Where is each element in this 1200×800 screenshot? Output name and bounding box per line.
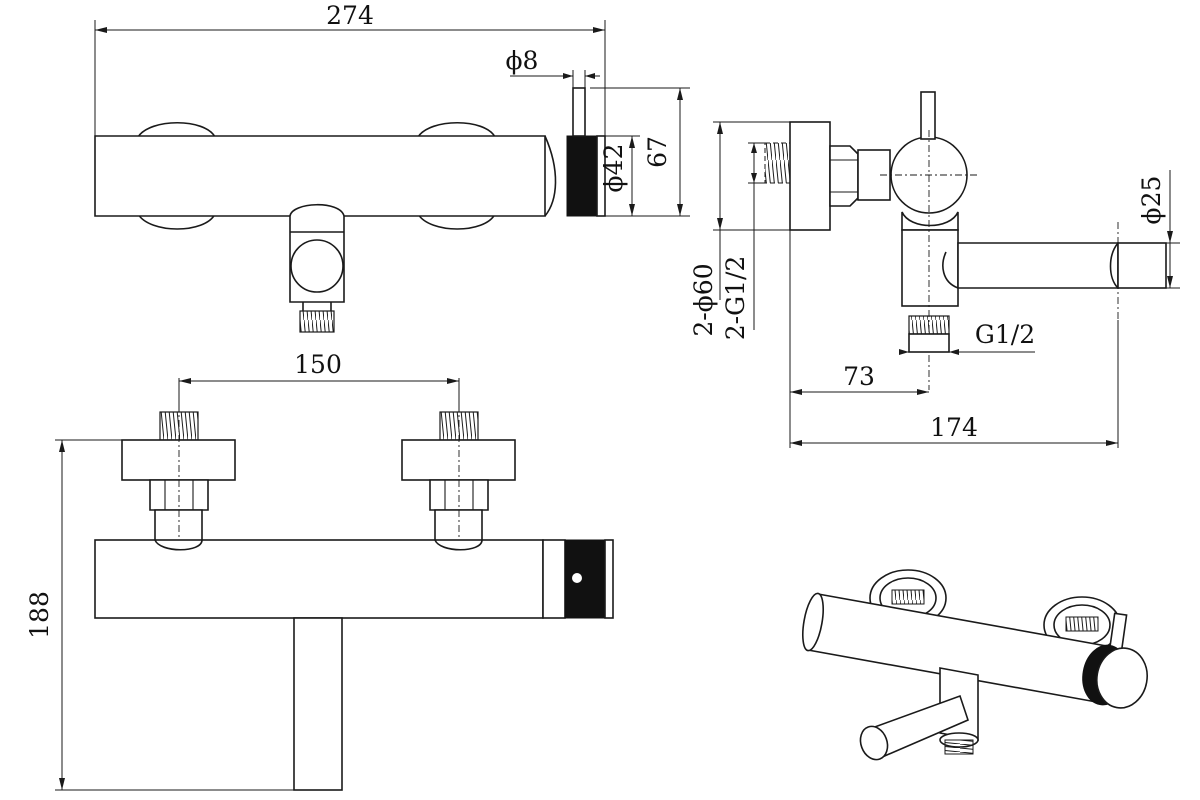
top-view: 274 ϕ8 ϕ42 67: [94, 1, 690, 333]
dim-spout-reach: 174: [930, 413, 978, 442]
dim-overall-length: 274: [326, 1, 374, 30]
side-view: 2-ϕ60 2-G1/2 ϕ25 G1/2 73 174: [689, 91, 1180, 448]
dim-inlet-thread: 2-G1/2: [721, 256, 750, 341]
spout-tip: [1117, 242, 1167, 289]
front-view: 150 188: [25, 350, 614, 791]
dim-outlet-thread: G1/2: [975, 320, 1035, 349]
dim-knob-diameter: ϕ42: [599, 144, 628, 193]
isometric-view: [802, 569, 1148, 761]
dim-spout-diameter: ϕ25: [1137, 176, 1166, 225]
knob-front: [564, 539, 606, 619]
outlet-thread-top: [299, 310, 335, 333]
dim-knob-height: 67: [643, 136, 672, 168]
dim-inlet-spacing: 150: [294, 350, 342, 379]
thermostat-knob: [566, 135, 598, 217]
dim-outlet-offset: 73: [843, 362, 875, 391]
dim-overall-height: 188: [25, 591, 54, 639]
body-front: [94, 539, 544, 619]
wall-flange: [789, 121, 831, 231]
dim-lever-diameter: ϕ8: [506, 46, 539, 75]
lever-pin: [572, 87, 586, 137]
outlet-thread-side: [908, 315, 950, 335]
dim-flange-diameter: 2-ϕ60: [689, 263, 718, 336]
